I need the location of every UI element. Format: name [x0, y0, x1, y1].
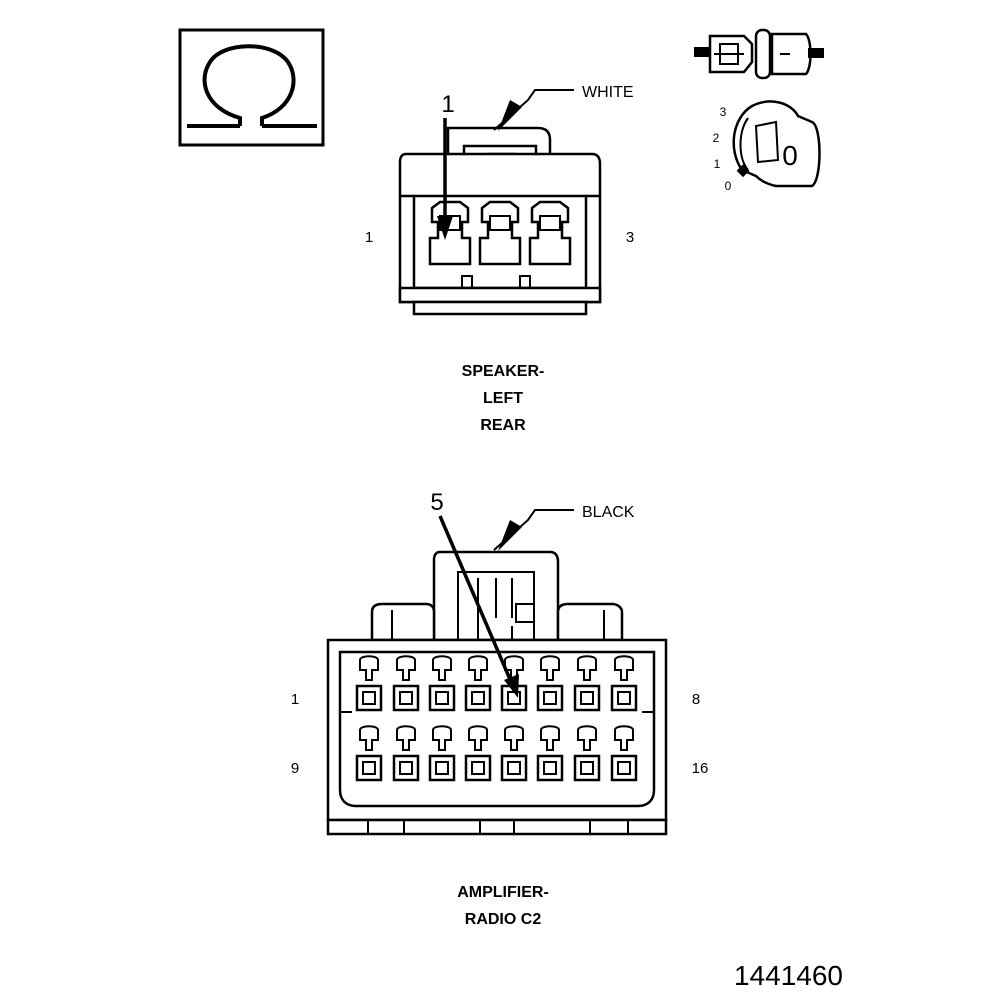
speaker-pin-left-label: 1	[365, 229, 373, 246]
switch-position-3: 3	[720, 105, 727, 119]
ignition-key-icon: 0 3 2 1 0	[694, 28, 824, 193]
amp-row2-right-label: 16	[692, 760, 709, 777]
amp-title-line: RADIO C2	[465, 911, 542, 928]
speaker-title-line: SPEAKER-	[462, 363, 545, 380]
speaker-title-line: LEFT	[483, 390, 523, 407]
speaker-terminal	[478, 200, 522, 266]
amp-row1-left-label: 1	[291, 691, 299, 708]
switch-position-2: 2	[713, 131, 720, 145]
switch-position-0: 0	[725, 179, 732, 193]
amp-callout-pin: 5	[430, 489, 443, 516]
key-position-label: 0	[782, 140, 798, 171]
probe-icon	[694, 28, 824, 80]
figure-number: 1441460	[734, 960, 843, 991]
amp-color-label: BLACK	[582, 504, 635, 521]
ohm-symbol-box	[178, 28, 325, 147]
amp-terminal-row-2	[355, 725, 638, 782]
speaker-connector: 1 WHITE 1 3	[365, 84, 634, 316]
speaker-title: SPEAKER- LEFT REAR	[462, 363, 545, 434]
switch-position-1: 1	[714, 157, 721, 171]
ohm-omega-icon	[187, 44, 317, 128]
amp-title-line: AMPLIFIER-	[457, 884, 549, 901]
speaker-callout-pin: 1	[441, 91, 454, 118]
amplifier-connector: 5 BLACK 1 8 9 16	[291, 489, 709, 836]
amp-terminal-row-1	[355, 655, 638, 712]
amplifier-title: AMPLIFIER- RADIO C2	[457, 884, 549, 928]
amp-row2-left-label: 9	[291, 760, 299, 777]
speaker-color-label: WHITE	[582, 84, 634, 101]
speaker-pin-right-label: 3	[626, 229, 634, 246]
speaker-title-line: REAR	[480, 417, 526, 434]
speaker-terminal	[528, 200, 572, 266]
amp-row1-right-label: 8	[692, 691, 700, 708]
